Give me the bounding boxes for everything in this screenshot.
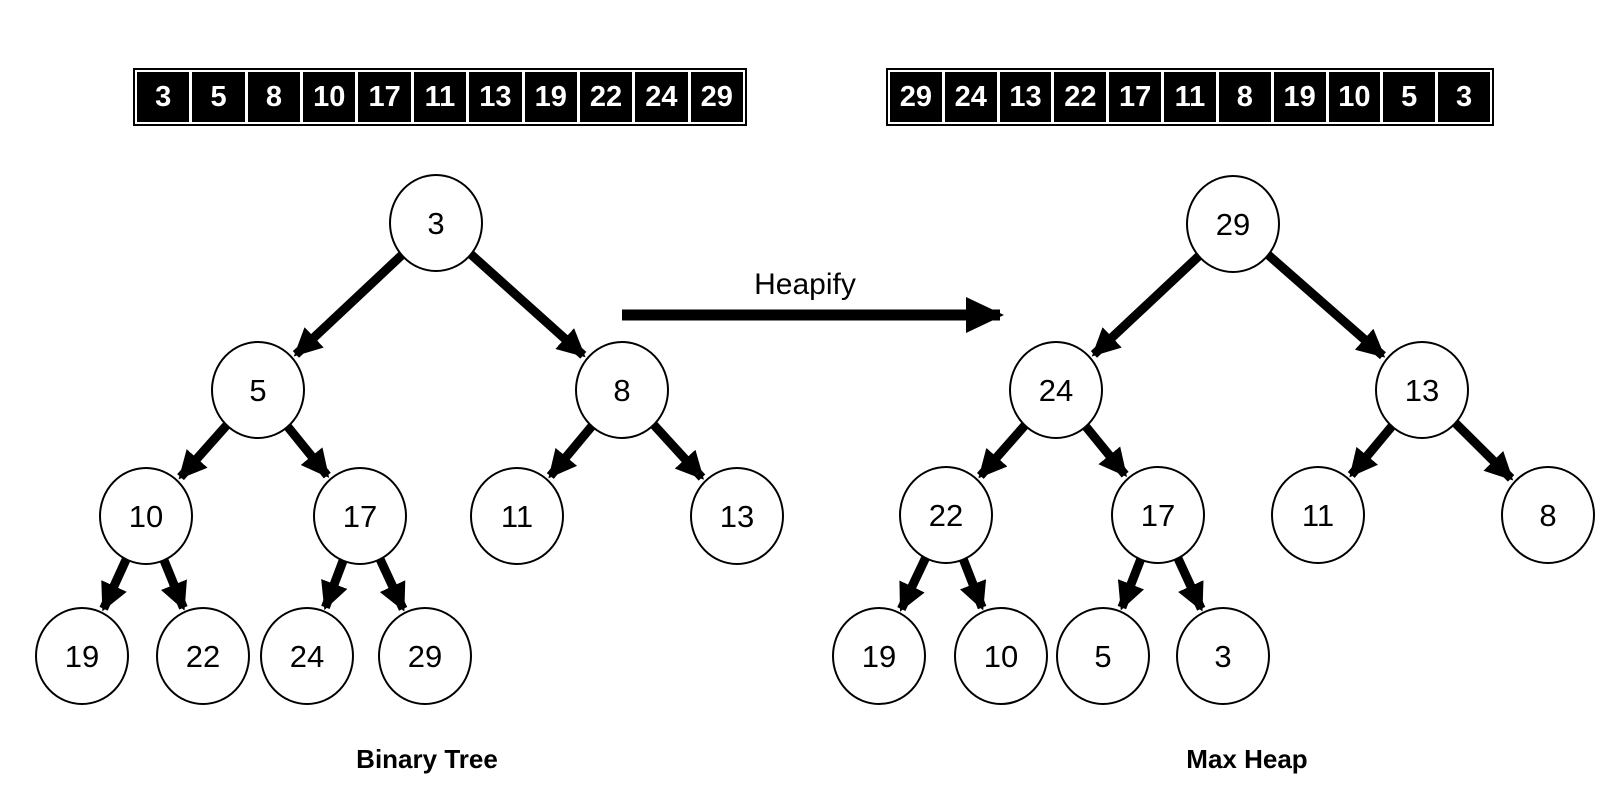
array-cell: 11: [1164, 72, 1216, 122]
node-value: 8: [1539, 498, 1556, 533]
array-cell: 3: [1438, 72, 1490, 122]
node-value: 13: [720, 499, 754, 534]
node-max-heap-29: 29: [1186, 175, 1280, 273]
edge-binary-tree-10-19: [99, 554, 132, 612]
array-cell: 8: [1218, 72, 1271, 122]
edge-binary-tree-10-22: [158, 555, 188, 611]
array-cell: 24: [944, 72, 997, 122]
node-value: 11: [1302, 498, 1334, 533]
array-cell: 24: [635, 72, 688, 122]
node-value: 10: [984, 639, 1018, 674]
node-value: 19: [65, 639, 99, 674]
node-value: 11: [501, 499, 533, 534]
node-value: 22: [186, 639, 220, 674]
node-value: 24: [1039, 373, 1073, 408]
edge-max-heap-29-13: [1263, 249, 1386, 360]
binary-tree-caption: Binary Tree: [356, 744, 498, 774]
node-value: 8: [613, 373, 630, 408]
node-binary-tree-10: 10: [99, 467, 193, 565]
array-cell: 13: [999, 72, 1052, 122]
edge-binary-tree-5-17: [282, 421, 331, 479]
node-max-heap-5: 5: [1056, 607, 1150, 705]
array-cell: 5: [1383, 72, 1436, 122]
node-value: 3: [1214, 639, 1231, 674]
edge-max-heap-24-17: [1080, 421, 1129, 478]
node-value: 5: [1094, 639, 1111, 674]
edge-binary-tree-8-13: [648, 419, 706, 481]
edge-max-heap-22-19: [897, 552, 932, 612]
node-max-heap-8: 8: [1501, 466, 1595, 564]
node-value: 5: [249, 373, 266, 408]
node-value: 19: [862, 639, 896, 674]
edge-max-heap-13-11: [1347, 420, 1398, 478]
node-binary-tree-13: 13: [690, 467, 784, 565]
node-max-heap-17: 17: [1111, 466, 1205, 564]
array-cell: 10: [1328, 72, 1381, 122]
array-cell: 17: [1109, 72, 1162, 122]
edge-max-heap-29-24: [1090, 250, 1204, 358]
node-value: 24: [290, 639, 324, 674]
node-max-heap-13: 13: [1375, 341, 1469, 439]
edge-max-heap-13-8: [1450, 417, 1515, 482]
array-cell: 3: [137, 72, 190, 122]
node-binary-tree-8: 8: [575, 341, 669, 439]
tree-nodes: 3 5 8 10 17 11 13 19 22 24 29 29 24 13 22 17 11 8 19 10 5 3: [35, 174, 1595, 705]
edge-binary-tree-3-8: [465, 249, 587, 359]
node-max-heap-19: 19: [832, 607, 926, 705]
array-cell: 11: [413, 72, 467, 122]
node-value: 29: [1216, 207, 1250, 242]
array-cell: 29: [890, 72, 942, 122]
array-cell: 13: [469, 72, 522, 122]
node-binary-tree-17: 17: [313, 467, 407, 565]
node-max-heap-10: 10: [954, 607, 1048, 705]
edge-max-heap-22-10: [957, 554, 987, 611]
node-binary-tree-22: 22: [156, 607, 250, 705]
edge-max-heap-17-3: [1172, 553, 1206, 612]
node-value: 3: [427, 206, 444, 241]
array-cell: 22: [579, 72, 633, 122]
array-cell: 17: [358, 72, 411, 122]
array-cell: 19: [524, 72, 577, 122]
node-binary-tree-5: 5: [211, 341, 305, 439]
node-max-heap-24: 24: [1009, 341, 1103, 439]
edge-binary-tree-3-5: [292, 249, 407, 358]
node-max-heap-3: 3: [1176, 607, 1270, 705]
array-cell: 29: [690, 72, 743, 122]
edge-binary-tree-8-11: [546, 420, 598, 479]
edge-binary-tree-17-29: [374, 554, 408, 612]
array-cell: 10: [303, 72, 356, 122]
node-max-heap-11: 11: [1271, 466, 1365, 564]
node-value: 29: [408, 639, 442, 674]
node-max-heap-22: 22: [899, 466, 993, 564]
node-binary-tree-11: 11: [470, 467, 564, 565]
edge-max-heap-17-5: [1117, 554, 1147, 611]
node-value: 10: [129, 499, 163, 534]
tree-edges: [99, 249, 1515, 612]
edge-max-heap-24-22: [976, 420, 1031, 479]
array-cell: 8: [247, 72, 301, 122]
node-binary-tree-29: 29: [378, 607, 472, 705]
node-value: 17: [343, 499, 377, 534]
node-binary-tree-19: 19: [35, 607, 129, 705]
array-cell: 22: [1054, 72, 1107, 122]
edge-binary-tree-5-10: [177, 419, 233, 481]
node-value: 17: [1141, 498, 1175, 533]
node-binary-tree-24: 24: [260, 607, 354, 705]
edge-binary-tree-17-24: [321, 555, 349, 611]
heapify-label: Heapify: [754, 268, 856, 301]
node-value: 13: [1405, 373, 1439, 408]
node-value: 22: [929, 498, 963, 533]
array-cell: 5: [192, 72, 245, 122]
max-heap-caption: Max Heap: [1186, 744, 1308, 774]
node-binary-tree-3: 3: [389, 174, 483, 272]
array-cell: 19: [1273, 72, 1326, 122]
